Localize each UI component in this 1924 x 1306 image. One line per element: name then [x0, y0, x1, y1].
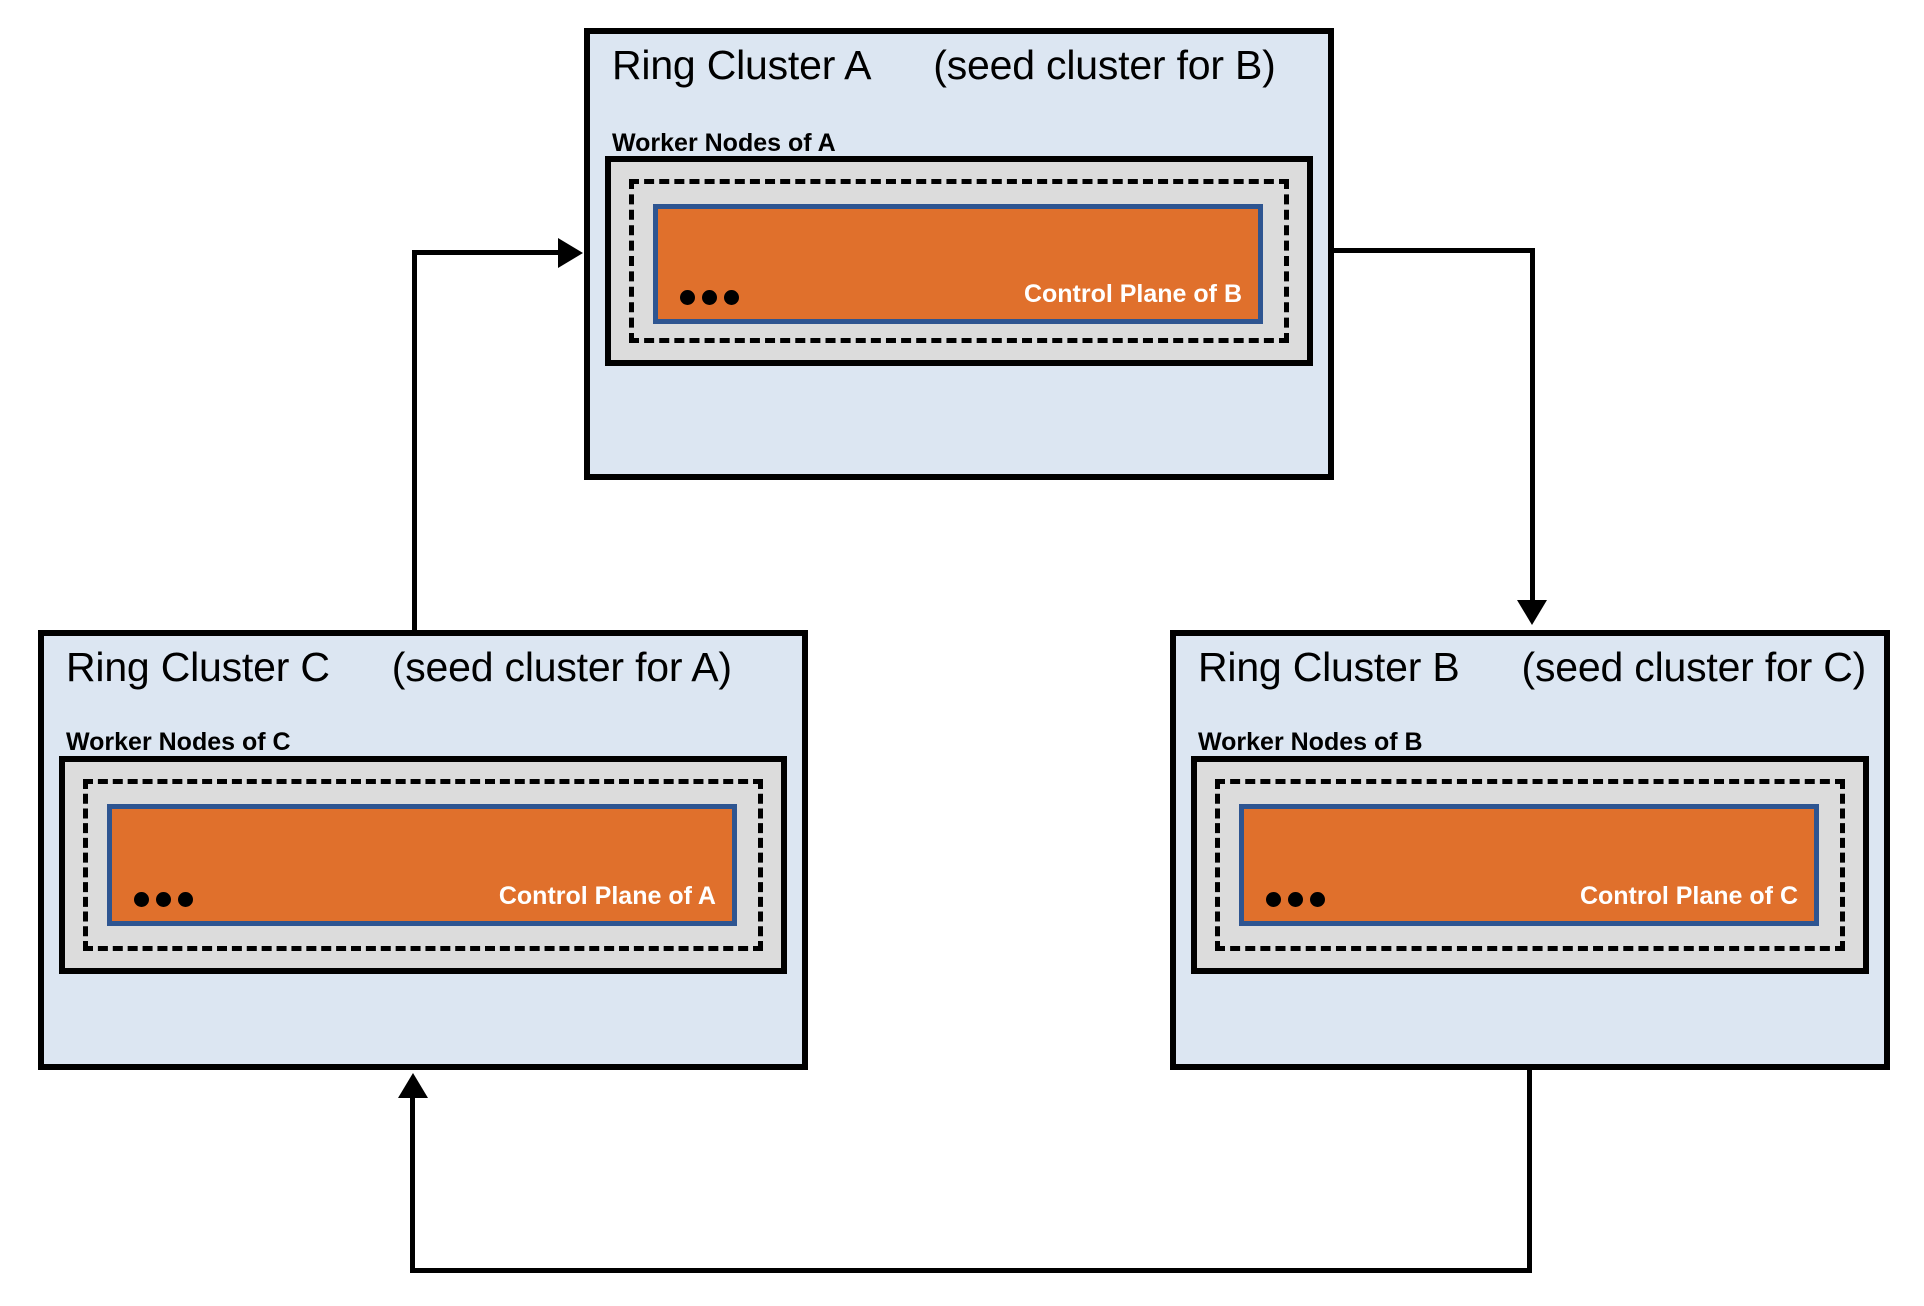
connector-c-to-a-vertical	[412, 250, 417, 632]
connector-a-to-b-arrowhead-icon	[1517, 600, 1547, 625]
cluster-c[interactable]: Ring Cluster C (seed cluster for A) Worke…	[38, 630, 808, 1070]
cluster-b-name: Ring Cluster B	[1198, 644, 1460, 690]
cluster-a-control-plane-label: Control Plane of B	[1023, 280, 1242, 308]
cluster-a-worker-label: Worker Nodes of A	[612, 129, 836, 157]
cluster-b-ellipsis-icon	[1266, 892, 1325, 907]
cluster-c-title: Ring Cluster C (seed cluster for A)	[66, 644, 732, 691]
connector-c-to-a-arrowhead-icon	[558, 238, 583, 268]
cluster-a-dashed-frame	[629, 179, 1289, 343]
connector-c-to-a-horizontal	[412, 250, 560, 255]
connector-b-to-c-vertical-left	[410, 1098, 415, 1270]
cluster-c-seed-note: (seed cluster for A)	[391, 644, 732, 690]
cluster-c-control-plane[interactable]: Control Plane of A	[107, 804, 737, 926]
connector-b-to-c-horizontal	[410, 1268, 1532, 1273]
connector-a-to-b-horizontal	[1334, 248, 1535, 253]
connector-b-to-c-vertical-right	[1527, 1070, 1532, 1273]
cluster-a[interactable]: Ring Cluster A (seed cluster for B) Worke…	[584, 28, 1334, 480]
cluster-a-title: Ring Cluster A (seed cluster for B)	[612, 42, 1276, 89]
cluster-c-dashed-frame	[83, 779, 763, 951]
cluster-b-control-plane[interactable]: Control Plane of C	[1239, 804, 1819, 926]
cluster-c-ellipsis-icon	[134, 892, 193, 907]
cluster-c-worker-label: Worker Nodes of C	[66, 728, 291, 756]
cluster-b-seed-note: (seed cluster for C)	[1521, 644, 1867, 690]
cluster-b[interactable]: Ring Cluster B (seed cluster for C) Worke…	[1170, 630, 1890, 1070]
cluster-b-title: Ring Cluster B (seed cluster for C)	[1198, 644, 1866, 691]
cluster-b-dashed-frame	[1215, 779, 1845, 951]
cluster-b-worker-box[interactable]: Control Plane of C	[1191, 756, 1869, 974]
cluster-a-worker-box[interactable]: Control Plane of B	[605, 156, 1313, 366]
cluster-b-worker-label: Worker Nodes of B	[1198, 728, 1423, 756]
cluster-c-name: Ring Cluster C	[66, 644, 330, 690]
cluster-c-worker-box[interactable]: Control Plane of A	[59, 756, 787, 974]
cluster-a-ellipsis-icon	[680, 290, 739, 305]
cluster-c-control-plane-label: Control Plane of A	[498, 882, 716, 910]
cluster-a-seed-note: (seed cluster for B)	[933, 42, 1276, 88]
cluster-a-name: Ring Cluster A	[612, 42, 872, 88]
cluster-b-control-plane-label: Control Plane of C	[1579, 882, 1798, 910]
connector-b-to-c-arrowhead-icon	[398, 1073, 428, 1098]
cluster-a-control-plane[interactable]: Control Plane of B	[653, 204, 1263, 324]
connector-a-to-b-vertical	[1530, 248, 1535, 603]
